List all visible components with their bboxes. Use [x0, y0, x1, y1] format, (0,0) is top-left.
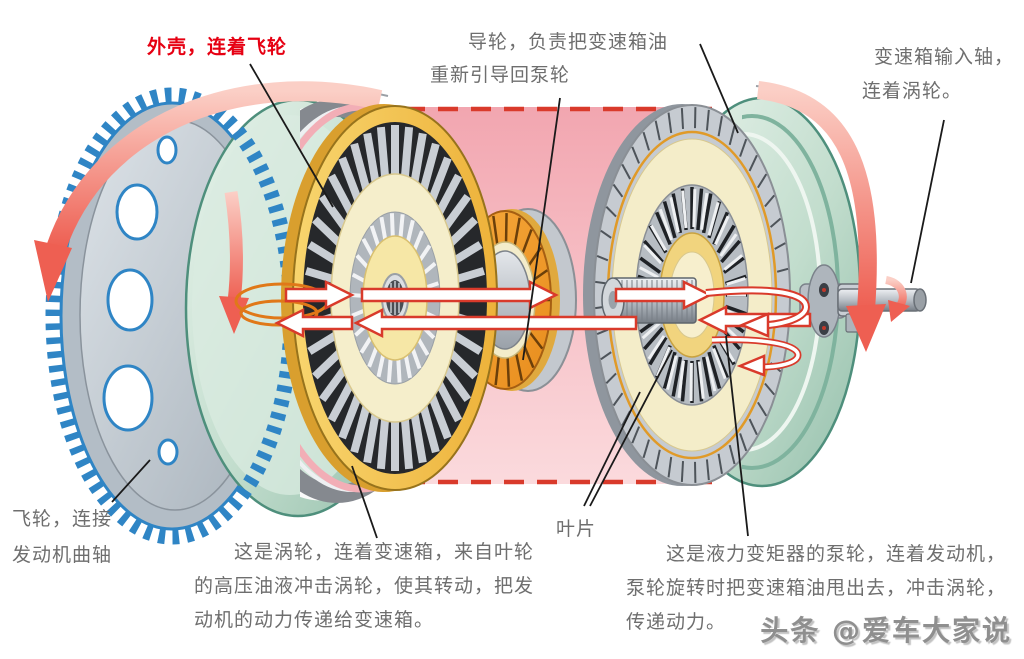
- oil-flow-arrows: [234, 279, 812, 377]
- label-input-shaft-line1: 变速箱输入轴，: [874, 46, 1015, 68]
- label-flywheel-line1: 飞轮，连接: [12, 508, 113, 530]
- watermark: 头条 @爱车大家说: [760, 614, 1012, 647]
- leader-flywheel: [111, 459, 151, 503]
- leader-turbine: [351, 465, 378, 539]
- leader-blades-2: [589, 349, 673, 507]
- leader-blades-1: [583, 391, 641, 507]
- shaft-swirl-arrow: [884, 276, 910, 322]
- label-pump-paragraph: 这是液力变矩器的泵轮，连着发动机，泵轮旋转时把变速箱油甩出去，冲击涡轮，传递动力…: [626, 543, 1007, 633]
- label-blades: 叶片: [556, 518, 597, 540]
- label-stator-line2: 重新引导回泵轮: [430, 64, 571, 86]
- flywheel-bolt-holes: [102, 135, 179, 466]
- leader-pump: [725, 335, 749, 537]
- label-flywheel-line2: 发动机曲轴: [12, 544, 113, 566]
- turbine-wheel: [281, 104, 498, 492]
- oil-return-loop-1: [705, 286, 811, 338]
- label-stator-line1: 导轮，负责把变速箱油: [468, 31, 669, 53]
- rotation-arrow-left: [34, 81, 389, 302]
- label-turbine-paragraph: 这是涡轮，连着变速箱，来自叶轮的高压油液冲击涡轮，使其转动，把发动机的动力传递给…: [194, 541, 535, 631]
- leader-lines: [111, 43, 945, 539]
- leader-shell: [249, 63, 334, 208]
- oil-return-loop-2: [711, 336, 802, 377]
- leader-pump-top: [699, 43, 739, 134]
- label-shell: 外壳，连着飞轮: [147, 36, 288, 58]
- label-input-shaft-line2: 连着涡轮。: [862, 80, 963, 102]
- leader-input-shaft: [910, 119, 945, 284]
- rotation-arrow-right: [755, 81, 886, 352]
- leader-stator: [522, 97, 561, 361]
- shell-rotation-arrow: [219, 190, 249, 334]
